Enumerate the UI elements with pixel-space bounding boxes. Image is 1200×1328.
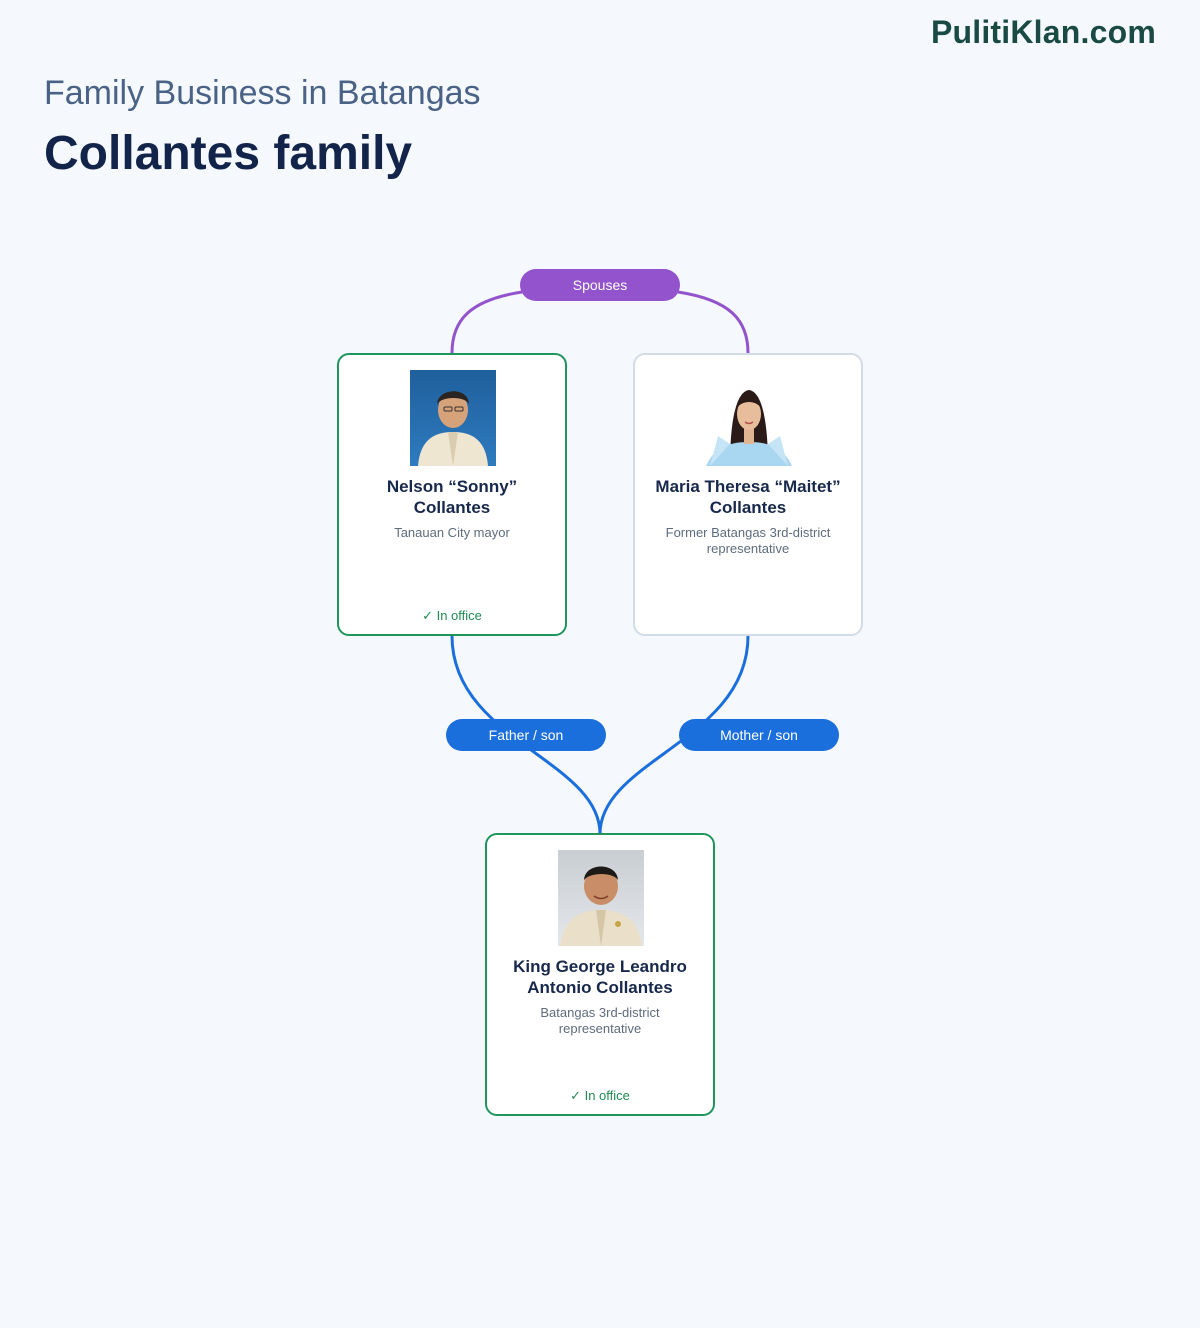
relation-label-mother-son: Mother / son (679, 719, 839, 751)
portrait-photo (558, 850, 644, 946)
person-card-king[interactable]: King George Leandro Antonio Collantes Ba… (485, 833, 715, 1116)
page-title: Collantes family (44, 127, 413, 180)
brand-logo[interactable]: PulitiKlan.com (930, 14, 1156, 50)
relation-label-father-son: Father / son (446, 719, 606, 751)
spouse-link-right (677, 290, 750, 354)
person-card-nelson[interactable]: Nelson “Sonny” Collantes Tanauan City ma… (337, 353, 567, 636)
person-role: Former Batangas 3rd-district representat… (665, 525, 831, 556)
spouse-link-left (450, 290, 523, 354)
relation-label-spouses: Spouses (520, 269, 680, 301)
person-card-maitet[interactable]: Maria Theresa “Maitet” Collantes Former … (633, 353, 863, 636)
mother-son-link (598, 635, 750, 835)
person-role: Tanauan City mayor (394, 525, 510, 540)
portrait-photo (706, 370, 792, 466)
page-subtitle: Family Business in Batangas (44, 74, 481, 112)
person-name: Maria Theresa “Maitet” Collantes (655, 477, 841, 517)
person-name: Nelson “Sonny” Collantes (386, 477, 518, 517)
status-badge: ✓ In office (570, 1088, 630, 1103)
person-name: King George Leandro Antonio Collantes (513, 957, 687, 997)
status-badge: ✓ In office (422, 608, 482, 623)
person-role: Batangas 3rd-district representative (540, 1005, 660, 1036)
portrait-photo (410, 370, 496, 466)
